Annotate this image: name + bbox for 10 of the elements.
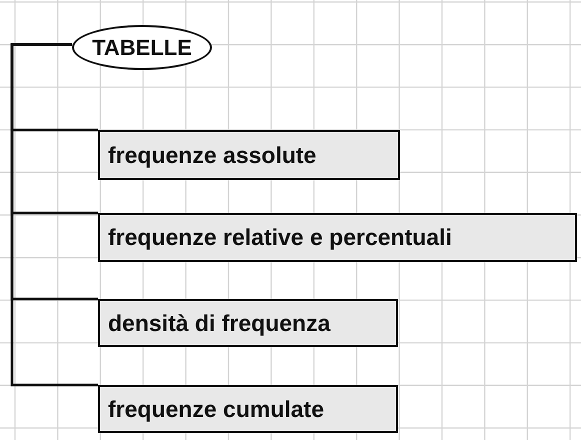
label-box <box>98 130 400 180</box>
label-text: densità di frequenza <box>108 308 330 338</box>
label-box <box>98 213 577 262</box>
label-box <box>98 299 398 347</box>
label-text: frequenze relative e percentuali <box>108 223 452 252</box>
label-text: frequenze cumulate <box>108 394 324 424</box>
title-text: TABELLE <box>92 34 192 62</box>
label-box <box>98 385 398 433</box>
connector-line <box>10 43 98 386</box>
label-text: frequenze assolute <box>108 140 316 170</box>
